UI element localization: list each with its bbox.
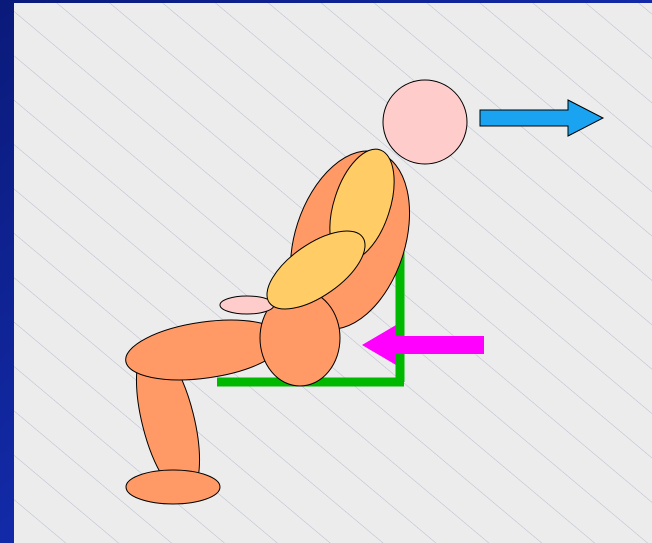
head [383,80,467,164]
hand [220,296,274,314]
foot [126,470,220,504]
